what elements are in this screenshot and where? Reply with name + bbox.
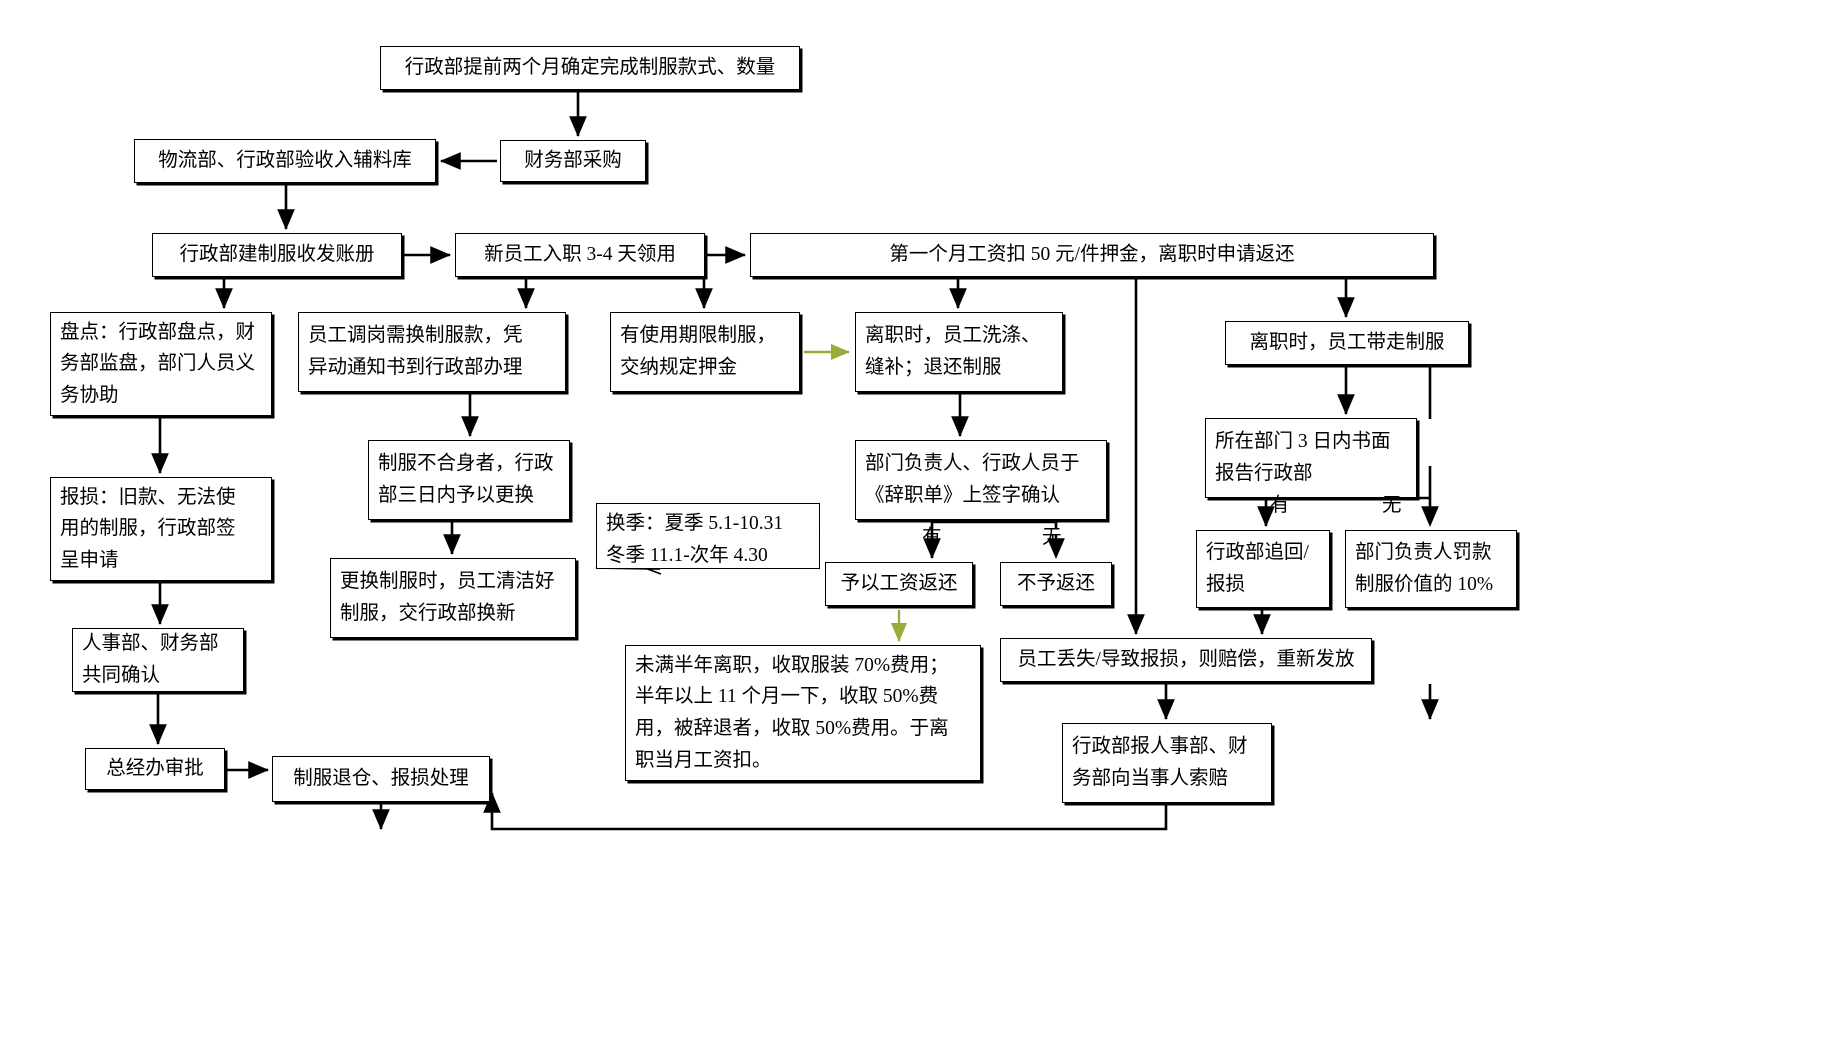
node-text: 盘点：行政部盘点，财 务部监盘，部门人员义 务协助	[60, 321, 256, 406]
node-resignation-form-sign[interactable]: 部门负责人、行政人员于 《辞职单》上签字确认	[855, 440, 1107, 520]
edge-label-text: 无	[1042, 527, 1062, 548]
node-fee-schedule[interactable]: 未满半年离职，收取服装 70%费用； 半年以上 11 个月一下，收取 50%费 …	[625, 645, 981, 781]
node-text: 不予返还	[1016, 573, 1095, 595]
node-text: 未满半年离职，收取服装 70%费用； 半年以上 11 个月一下，收取 50%费 …	[635, 654, 949, 771]
node-refund-salary[interactable]: 予以工资返还	[825, 562, 973, 606]
node-no-refund[interactable]: 不予返还	[1000, 562, 1112, 606]
node-text: 员工调岗需换制服款，凭 异动通知书到行政部办理	[308, 325, 523, 378]
node-first-month-deposit[interactable]: 第一个月工资扣 50 元/件押金，离职时申请返还	[750, 233, 1434, 277]
node-text: 离职时，员工洗涤、 缝补；退还制服	[865, 325, 1041, 378]
node-logistics-receive[interactable]: 物流部、行政部验收入辅料库	[134, 139, 436, 183]
node-text: 行政部建制服收发账册	[179, 244, 375, 266]
node-text: 所在部门 3 日内书面 报告行政部	[1215, 431, 1391, 484]
node-misfit-replace[interactable]: 制服不合身者，行政 部三日内予以更换	[368, 440, 570, 520]
node-clean-before-exchange[interactable]: 更换制服时，员工清洁好 制服，交行政部换新	[330, 558, 576, 638]
green-arrow-group	[804, 343, 908, 642]
node-text: 部门负责人、行政人员于 《辞职单》上签字确认	[865, 453, 1080, 506]
node-transfer-change[interactable]: 员工调岗需换制服款，凭 异动通知书到行政部办理	[298, 312, 566, 392]
node-uniform-plan[interactable]: 行政部提前两个月确定完成制服款式、数量	[380, 46, 800, 90]
node-text: 财务部采购	[524, 150, 622, 172]
node-admin-recover[interactable]: 行政部追回/ 报损	[1196, 530, 1330, 608]
node-manager-fine[interactable]: 部门负责人罚款 制服价值的 10%	[1345, 530, 1517, 608]
arrow-group	[149, 92, 1439, 831]
node-finance-purchase[interactable]: 财务部采购	[500, 140, 646, 182]
node-resign-keep-uniform[interactable]: 离职时，员工带走制服	[1225, 321, 1469, 365]
node-return-and-writeoff[interactable]: 制服退仓、报损处理	[272, 756, 490, 802]
node-text: 予以工资返还	[840, 573, 958, 595]
edge-label-text: 无	[1382, 495, 1402, 516]
node-loss-report-application[interactable]: 报损：旧款、无法使 用的制服，行政部签 呈申请	[50, 477, 272, 581]
node-text: 人事部、财务部 共同确认	[82, 633, 219, 686]
node-text: 更换制服时，员工清洁好 制服，交行政部换新	[340, 571, 555, 624]
edge-label-no-1: 无	[1042, 520, 1062, 549]
node-text: 第一个月工资扣 50 元/件押金，离职时申请返还	[889, 244, 1295, 266]
callout-text: 换季：夏季 5.1-10.31 冬季 11.1-次年 4.30	[606, 513, 784, 566]
edge-label-text: 有	[922, 527, 942, 548]
node-text: 行政部追回/ 报损	[1206, 542, 1309, 595]
node-dept-written-report[interactable]: 所在部门 3 日内书面 报告行政部	[1205, 418, 1417, 498]
node-text: 行政部提前两个月确定完成制服款式、数量	[404, 57, 776, 79]
node-text: 制服不合身者，行政 部三日内予以更换	[378, 453, 554, 506]
node-text: 新员工入职 3-4 天领用	[484, 244, 676, 266]
node-text: 部门负责人罚款 制服价值的 10%	[1355, 542, 1494, 595]
node-text: 总经办审批	[106, 758, 204, 780]
node-text: 离职时，员工带走制服	[1249, 332, 1445, 354]
node-loss-compensation[interactable]: 员工丢失/导致报损，则赔偿，重新发放	[1000, 638, 1372, 682]
node-limited-term-deposit[interactable]: 有使用期限制服， 交纳规定押金	[610, 312, 800, 392]
edge-label-text: 有	[1270, 495, 1290, 516]
node-resign-wash-return[interactable]: 离职时，员工洗涤、 缝补；退还制服	[855, 312, 1063, 392]
node-claim-from-person[interactable]: 行政部报人事部、财 务部向当事人索赔	[1062, 723, 1272, 803]
node-text: 制服退仓、报损处理	[293, 768, 469, 790]
node-text: 物流部、行政部验收入辅料库	[158, 150, 412, 172]
node-gm-approval[interactable]: 总经办审批	[85, 748, 225, 790]
callout-season-change[interactable]: 换季：夏季 5.1-10.31 冬季 11.1-次年 4.30	[596, 503, 820, 569]
node-new-employee-issue[interactable]: 新员工入职 3-4 天领用	[455, 233, 705, 277]
node-text: 报损：旧款、无法使 用的制服，行政部签 呈申请	[60, 486, 236, 571]
node-text: 有使用期限制服， 交纳规定押金	[620, 325, 777, 378]
node-hr-finance-confirm[interactable]: 人事部、财务部 共同确认	[72, 628, 244, 692]
edge-label-no-2: 无	[1382, 488, 1402, 517]
node-text: 员工丢失/导致报损，则赔偿，重新发放	[1017, 649, 1355, 671]
dashed-arrow-group	[1047, 500, 1439, 560]
node-ledger[interactable]: 行政部建制服收发账册	[152, 233, 402, 277]
node-text: 行政部报人事部、财 务部向当事人索赔	[1072, 736, 1248, 789]
edge-label-yes-2: 有	[1270, 488, 1290, 517]
node-stocktake[interactable]: 盘点：行政部盘点，财 务部监盘，部门人员义 务协助	[50, 312, 272, 416]
edge-label-yes-1: 有	[922, 520, 942, 549]
